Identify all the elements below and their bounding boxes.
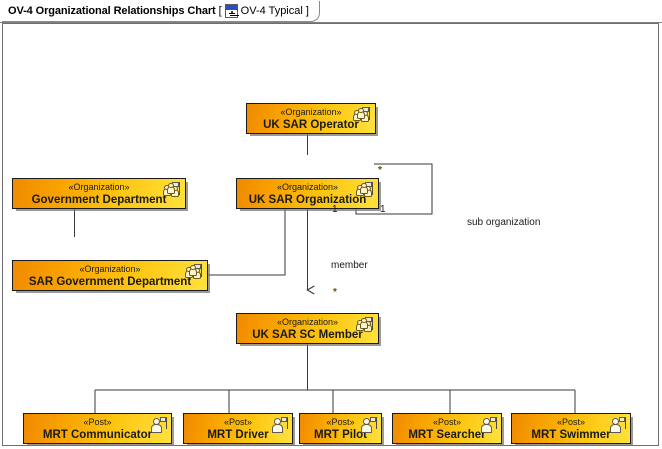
post-icon xyxy=(149,417,167,434)
post-icon xyxy=(359,417,377,434)
node-layer: «Organization» UK SAR Operator «Organiza… xyxy=(3,24,658,445)
node-stereotype: «Post» xyxy=(223,417,253,427)
diagram-titlebar: OV-4 Organizational Relationships Chart … xyxy=(0,0,662,23)
node-name: MRT Driver xyxy=(207,429,269,441)
node-name: UK SAR Operator xyxy=(263,119,359,131)
node-uk-sar-sc-member[interactable]: «Organization» UK SAR SC Member xyxy=(236,313,379,344)
organization-icon xyxy=(163,182,181,199)
node-name: MRT Communicator xyxy=(42,429,153,441)
edge-label-sub-organization: sub organization xyxy=(467,217,541,228)
diagram-canvas[interactable]: «Organization» UK SAR Operator «Organiza… xyxy=(2,23,659,446)
node-name: Government Department xyxy=(31,194,167,206)
node-stereotype: «Post» xyxy=(432,417,462,427)
node-name: MRT Pilot xyxy=(313,429,368,441)
node-mrt-communicator[interactable]: «Post» MRT Communicator xyxy=(23,413,172,444)
node-stereotype: «Post» xyxy=(83,417,112,427)
node-mrt-driver[interactable]: «Post» MRT Driver xyxy=(183,413,293,444)
node-stereotype: «Organization» xyxy=(79,264,141,274)
diagram-context-label: OV-4 Typical xyxy=(240,5,303,17)
node-uk-sar-organization[interactable]: «Organization» UK SAR Organization xyxy=(236,178,379,209)
multiplicity-sub-source: 1 xyxy=(380,204,386,215)
multiplicity-member-source: 1 xyxy=(332,204,338,215)
node-name: MRT Searcher xyxy=(408,429,486,441)
bracket-open: [ xyxy=(218,5,222,17)
node-stereotype: «Post» xyxy=(556,417,586,427)
node-stereotype: «Organization» xyxy=(68,182,130,192)
edge-layer xyxy=(3,24,576,413)
multiplicity-member-target: * xyxy=(333,287,337,298)
node-government-department[interactable]: «Organization» Government Department xyxy=(12,178,186,209)
post-icon xyxy=(270,417,288,434)
node-uk-sar-operator[interactable]: «Organization» UK SAR Operator xyxy=(246,103,376,134)
page-title: OV-4 Organizational Relationships Chart xyxy=(8,5,216,17)
organization-icon xyxy=(353,107,371,124)
node-mrt-searcher[interactable]: «Post» MRT Searcher xyxy=(392,413,502,444)
node-name: MRT Swimmer xyxy=(531,429,611,441)
edge-gen-sargov-to-ukorg xyxy=(208,186,285,276)
node-mrt-pilot[interactable]: «Post» MRT Pilot xyxy=(299,413,382,444)
edge-label-member: member xyxy=(331,260,368,271)
node-name: SAR Government Department xyxy=(28,276,192,288)
uml-diagram-icon xyxy=(224,4,238,18)
node-mrt-swimmer[interactable]: «Post» MRT Swimmer xyxy=(511,413,631,444)
node-stereotype: «Organization» xyxy=(276,317,339,327)
organization-icon xyxy=(185,264,203,281)
bracket-close: ] xyxy=(305,5,309,17)
post-icon xyxy=(608,417,626,434)
node-sar-government-department[interactable]: «Organization» SAR Government Department xyxy=(12,260,208,291)
node-stereotype: «Organization» xyxy=(280,107,342,117)
node-stereotype: «Post» xyxy=(326,417,355,427)
organization-icon xyxy=(356,182,374,199)
multiplicity-sub-target: * xyxy=(378,165,382,176)
post-icon xyxy=(479,417,497,434)
organization-icon xyxy=(356,317,374,334)
diagram-title-tab[interactable]: OV-4 Organizational Relationships Chart … xyxy=(2,1,320,22)
